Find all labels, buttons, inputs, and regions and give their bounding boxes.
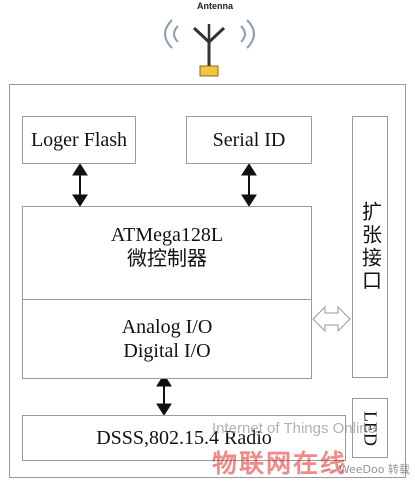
watermark-chinese: 物联网在线: [212, 449, 348, 478]
led-label: LED: [360, 410, 381, 446]
arrow-flash-mcu: [72, 163, 88, 207]
led-box: [352, 398, 388, 458]
mcu-name: ATMega128L: [110, 224, 224, 246]
watermark-small: — WeeDoo 转载: [324, 463, 410, 476]
antenna-icon: [164, 19, 255, 77]
mcu-text: ATMega128L 微控制器: [23, 223, 311, 271]
arrow-io-radio: [156, 374, 172, 416]
loger-flash-box: Loger Flash: [22, 116, 136, 164]
watermark-english: Internet of Things Online: [212, 420, 376, 437]
expansion-interface-label: 扩张接口: [358, 201, 381, 293]
expansion-interface-box: [352, 116, 388, 378]
analog-io-label: Analog I/O: [121, 316, 213, 338]
arrow-io-expansion: [312, 305, 351, 333]
mcu-description: 微控制器: [127, 248, 207, 270]
serial-id-label: Serial ID: [212, 129, 286, 151]
loger-flash-label: Loger Flash: [30, 129, 128, 151]
digital-io-label: Digital I/O: [123, 340, 211, 362]
antenna-label: Antenna: [197, 1, 233, 11]
radio-label: DSSS,802.15.4 Radio: [96, 427, 272, 449]
serial-id-box: Serial ID: [186, 116, 312, 164]
arrow-serial-mcu: [241, 163, 257, 207]
radio-box: DSSS,802.15.4 Radio: [22, 415, 346, 461]
mcu-box: ATMega128L 微控制器: [22, 206, 312, 302]
io-box: Analog I/O Digital I/O: [22, 299, 312, 379]
board-outline: [9, 84, 406, 478]
